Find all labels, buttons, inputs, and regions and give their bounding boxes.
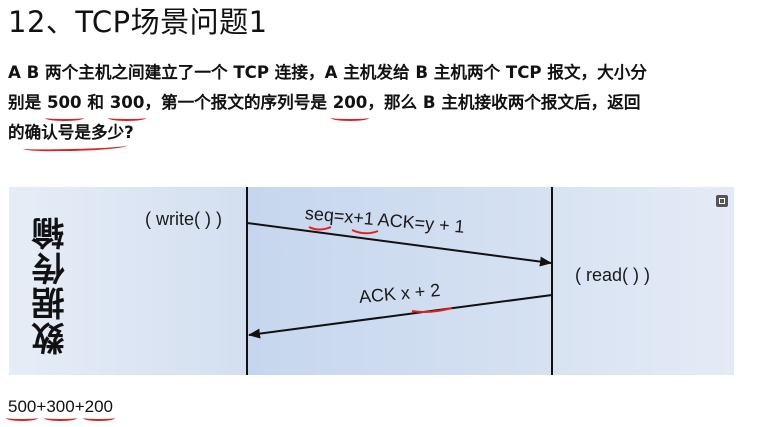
question-text: A B 两个主机之间建立了一个 TCP 连接，A 主机发给 B 主机两个 TCP… (8, 58, 778, 148)
side-label: 数据传输 (31, 215, 70, 355)
page-title: 12、TCP场景问题1 (8, 5, 268, 39)
question-text-segment: 的 (8, 123, 25, 142)
highlight-ack-number: 确认号是多少 (25, 118, 125, 148)
question-text-segment: ? (124, 123, 134, 142)
question-text-segment: 别是 (8, 93, 47, 112)
arrow-a-to-b (246, 222, 552, 267)
answer-300: 300 (44, 397, 78, 421)
tcp-diagram-graphic (9, 187, 734, 375)
underline-seq (308, 226, 332, 231)
question-text-segment: ，那么 B 主机接收两个报文后，返回 (367, 93, 641, 112)
question-text-segment: 和 (81, 93, 110, 112)
question-line-3: 的确认号是多少? (8, 118, 778, 148)
question-line-1: A B 两个主机之间建立了一个 TCP 连接，A 主机发给 B 主机两个 TCP… (8, 63, 647, 82)
left-panel (9, 187, 247, 375)
underline-x-plus-1 (351, 229, 379, 235)
write-label: ( write( ) ) (145, 209, 222, 229)
answer-text: 500+300+200 (5, 397, 116, 421)
highlight-300: 300 (107, 88, 147, 121)
underline-x-plus-2 (411, 307, 453, 313)
answer-500: 500 (5, 397, 39, 421)
expand-icon[interactable] (716, 195, 728, 207)
plus-sign: + (36, 397, 47, 416)
arrow-b-to-a (248, 294, 553, 339)
highlight-500: 500 (44, 88, 84, 121)
highlight-200: 200 (330, 88, 369, 121)
middle-panel (247, 187, 552, 375)
tcp-diagram: 数据传输 ( write( ) ) ( read( ) ) seq=x+1 AC… (9, 187, 734, 375)
question-text-segment: ，第一个报文的序列号是 (144, 93, 333, 112)
answer-200: 200 (82, 397, 116, 421)
question-line-2: 别是 500 和 300，第一个报文的序列号是 200，那么 B 主机接收两个报… (8, 88, 778, 121)
right-panel (552, 187, 734, 375)
read-label: ( read( ) ) (575, 265, 651, 285)
plus-sign: + (74, 397, 85, 416)
